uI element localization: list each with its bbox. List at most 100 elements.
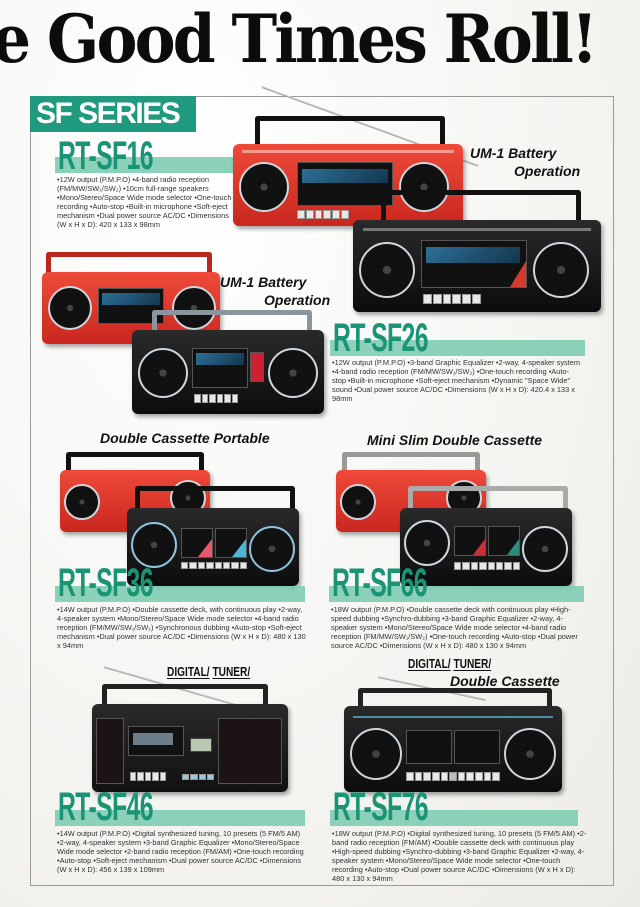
- speaker: [399, 162, 449, 212]
- boombox-rt-sf46: [92, 684, 288, 794]
- handle: [342, 452, 480, 472]
- content-frame: [30, 96, 614, 886]
- handle: [255, 116, 445, 146]
- handle: [381, 190, 581, 222]
- callout-rt-sf46: DIGITAL/ TUNER/: [167, 664, 250, 679]
- cassette-deck: [192, 348, 248, 388]
- model-name-rt-sf46: RT-SF46: [58, 785, 154, 829]
- speaker: [64, 484, 100, 520]
- model-name-rt-sf66: RT-SF66: [332, 561, 428, 605]
- model-name-rt-sf36: RT-SF36: [58, 561, 154, 605]
- speaker: [249, 526, 295, 572]
- body: [92, 704, 288, 792]
- model-name-rt-sf26: RT-SF26: [333, 316, 429, 360]
- speaker-grille: [96, 718, 124, 784]
- speaker: [533, 242, 589, 298]
- boombox-rt-sf16-black: [353, 190, 601, 312]
- cassette-deck-b: [454, 730, 500, 764]
- handle: [152, 310, 312, 332]
- transport-keys: [194, 394, 238, 403]
- callout-rt-sf66: Mini Slim Double Cassette: [367, 432, 543, 448]
- lcd-display: [190, 738, 212, 752]
- speaker: [340, 484, 376, 520]
- boombox-rt-sf16-red: [233, 116, 463, 226]
- cassette-deck-a: [181, 528, 213, 558]
- speaker: [350, 728, 402, 780]
- model-bar: [330, 340, 585, 356]
- handle: [46, 252, 212, 274]
- callout-line: TUNER/: [212, 664, 251, 679]
- cassette-deck-a: [406, 730, 452, 764]
- callout-line: DIGITAL/: [408, 656, 451, 671]
- handle: [358, 688, 552, 708]
- speaker: [172, 286, 216, 330]
- callout-line: TUNER/: [453, 656, 492, 671]
- body: [132, 330, 324, 414]
- boombox-rt-sf26-red: [42, 252, 220, 344]
- boombox-rt-sf26-black: [132, 310, 324, 414]
- speaker: [522, 526, 568, 572]
- callout-rt-sf16: UM-1 Battery Operation: [470, 144, 580, 180]
- spec-text-rt-sf66: •18W output (P.M.P.O) •Double cassette d…: [331, 605, 578, 650]
- headline: e Good Times Roll!: [0, 0, 598, 78]
- handle: [408, 486, 568, 510]
- transport-keys: [181, 562, 247, 569]
- spec-text-rt-sf16: •12W output (P.M.P.O) •4-band radio rece…: [57, 175, 232, 229]
- handle: [102, 684, 268, 706]
- transport-keys: [297, 210, 349, 219]
- graphic-equalizer: [250, 352, 264, 382]
- transport-keys: [423, 294, 481, 304]
- speaker: [504, 728, 556, 780]
- speaker: [359, 242, 415, 298]
- preset-keys: [182, 774, 214, 780]
- series-badge: SF SERIES: [30, 96, 196, 132]
- cassette-deck-a: [454, 526, 486, 556]
- model-name-rt-sf16: RT-SF16: [58, 134, 154, 178]
- boombox-rt-sf36-black: [127, 486, 299, 586]
- speaker-grille: [218, 718, 282, 784]
- callout-line: UM-1 Battery: [220, 274, 307, 290]
- body: [233, 144, 463, 226]
- body: [42, 272, 220, 344]
- boombox-rt-sf66-black: [400, 486, 572, 586]
- model-bar: [55, 810, 305, 826]
- cassette-deck: [297, 162, 393, 206]
- model-name-rt-sf76: RT-SF76: [333, 785, 429, 829]
- model-bar: [330, 810, 578, 826]
- callout-line: Operation: [264, 292, 331, 308]
- callout-rt-sf76-subtitle: Double Cassette: [450, 673, 560, 689]
- cassette-deck-b: [488, 526, 520, 556]
- transport-keys: [406, 772, 501, 781]
- speaker: [404, 520, 450, 566]
- spec-text-rt-sf36: •14W output (P.M.P.O) •Double cassette d…: [57, 605, 306, 650]
- spec-text-rt-sf46: •14W output (P.M.P.O) •Digital synthesiz…: [57, 829, 304, 874]
- speaker: [131, 522, 177, 568]
- callout-rt-sf76: DIGITAL/ TUNER/: [408, 656, 491, 671]
- transport-keys: [130, 772, 167, 781]
- body: [127, 508, 299, 586]
- speaker: [48, 286, 92, 330]
- callout-rt-sf36: Double Cassette Portable: [100, 430, 270, 446]
- callout-line: DIGITAL/: [167, 664, 210, 679]
- body: [400, 508, 572, 586]
- cassette-deck: [421, 240, 527, 288]
- callout-line: Operation: [514, 163, 581, 179]
- handle: [66, 452, 204, 472]
- body: [344, 706, 562, 792]
- body: [353, 220, 601, 312]
- speaker: [268, 348, 318, 398]
- speaker: [239, 162, 289, 212]
- callout-rt-sf26: UM-1 Battery Operation: [220, 273, 330, 309]
- cassette-deck-b: [215, 528, 247, 558]
- cassette-deck: [128, 726, 184, 756]
- model-bar: [55, 157, 240, 173]
- transport-keys: [454, 562, 520, 570]
- boombox-rt-sf76: [344, 688, 562, 794]
- spec-text-rt-sf26: •12W output (P.M.P.O) •3-band Graphic Eq…: [332, 358, 581, 403]
- model-bar: [329, 586, 584, 602]
- speaker: [138, 348, 188, 398]
- spec-text-rt-sf76: •18W output (P.M.P.O) •Digital synthesiz…: [332, 829, 587, 883]
- handle: [135, 486, 295, 510]
- model-bar: [55, 586, 305, 602]
